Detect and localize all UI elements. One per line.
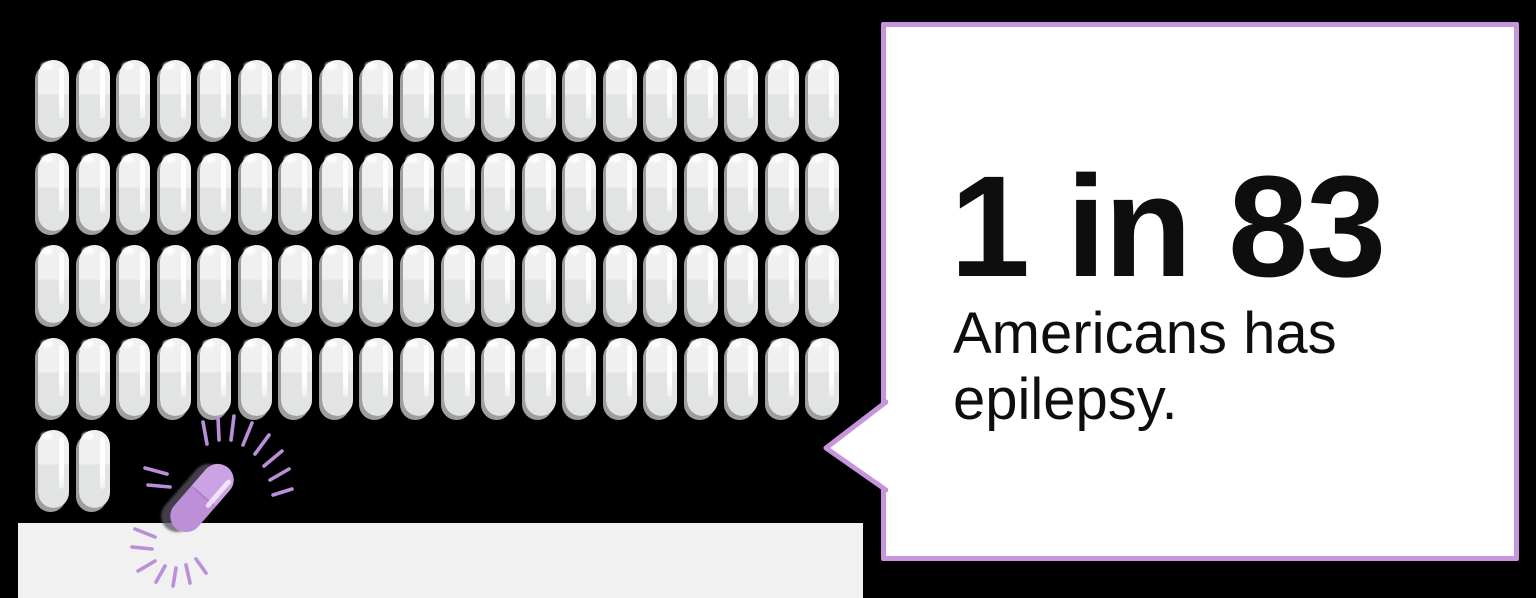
pill-icon — [686, 60, 718, 138]
pill-icon — [159, 60, 191, 138]
stat-value: 1 in 83 — [950, 146, 1386, 307]
pill-icon — [281, 60, 313, 138]
pill-icon — [200, 245, 232, 323]
pill-icon — [200, 337, 232, 416]
pill-icon — [524, 60, 556, 138]
pill-icon — [727, 337, 759, 416]
pill-icon — [402, 60, 434, 138]
pill-icon — [200, 152, 232, 231]
pill-icon — [38, 60, 69, 138]
pill-icon — [565, 337, 597, 416]
pill-icon — [524, 245, 556, 323]
pill-icon — [808, 245, 840, 323]
pill-icon — [321, 245, 353, 323]
pill-icon — [524, 152, 556, 231]
pill-icon — [767, 152, 799, 231]
pill-icon — [321, 152, 353, 231]
pill-icon — [240, 60, 272, 138]
pill-icon — [240, 245, 272, 323]
pill-icon — [362, 245, 394, 323]
pill-icon — [159, 152, 191, 231]
pill-icon — [119, 152, 151, 231]
pill-icon — [605, 337, 637, 416]
pill-icon — [38, 245, 69, 323]
sparkle-rays-icon — [130, 414, 294, 588]
pill-icon — [605, 152, 637, 231]
pill-icon — [362, 337, 394, 416]
pill-icon — [727, 60, 759, 138]
pill-icon — [565, 152, 597, 231]
pill-icon — [281, 152, 313, 231]
pill-icon — [78, 430, 110, 508]
pill-icon — [443, 60, 475, 138]
pill-icon — [78, 60, 110, 138]
pill-icon — [159, 337, 191, 416]
pill-icon — [686, 245, 718, 323]
pill-icon — [78, 337, 110, 416]
pill-icon — [605, 245, 637, 323]
pill-icon — [281, 245, 313, 323]
pill-icon — [240, 152, 272, 231]
pill-icon — [119, 60, 151, 138]
pill-icon — [565, 60, 597, 138]
pill-icon — [808, 152, 840, 231]
pill-icon — [38, 152, 69, 231]
pill-icon — [808, 337, 840, 416]
pill-icon — [402, 152, 434, 231]
pill-icon — [524, 337, 556, 416]
pill-icon — [727, 152, 759, 231]
pill-icon — [767, 245, 799, 323]
pill-icon — [38, 430, 69, 508]
pill-icon — [200, 60, 232, 138]
pill-icon — [78, 152, 110, 231]
pill-icon — [402, 245, 434, 323]
pill-icon — [605, 60, 637, 138]
pill-icon — [78, 245, 110, 323]
pill-icon — [767, 337, 799, 416]
pill-icon — [686, 152, 718, 231]
pill-icon — [402, 337, 434, 416]
pill-icon — [119, 245, 151, 323]
stat-description: Americans has epilepsy. — [953, 301, 1337, 432]
pill-icon — [321, 337, 353, 416]
pill-icon — [484, 152, 516, 231]
pill-icon — [484, 60, 516, 138]
pill-icon — [362, 152, 394, 231]
pill-icon — [240, 337, 272, 416]
pill-icon — [443, 245, 475, 323]
pill-icon — [686, 337, 718, 416]
pill-icon — [767, 60, 799, 138]
pill-icon — [646, 337, 678, 416]
pill-icon — [484, 245, 516, 323]
speech-bubble: 1 in 83 Americans has epilepsy. — [881, 22, 1519, 561]
pill-icon — [646, 152, 678, 231]
pill-icon — [159, 245, 191, 323]
speech-bubble-tail — [823, 399, 888, 493]
pill-icon — [727, 245, 759, 323]
floor-strip — [18, 523, 863, 598]
pill-icon — [646, 60, 678, 138]
pill-icon — [362, 60, 394, 138]
pill-icon — [119, 337, 151, 416]
pill-icon — [565, 245, 597, 323]
pill-icon — [321, 60, 353, 138]
pill-icon — [646, 245, 678, 323]
pill-icon — [808, 60, 840, 138]
pill-icon — [281, 337, 313, 416]
pill-icon — [38, 337, 69, 416]
pill-icon — [484, 337, 516, 416]
pill-icon — [443, 152, 475, 231]
pill-icon — [443, 337, 475, 416]
